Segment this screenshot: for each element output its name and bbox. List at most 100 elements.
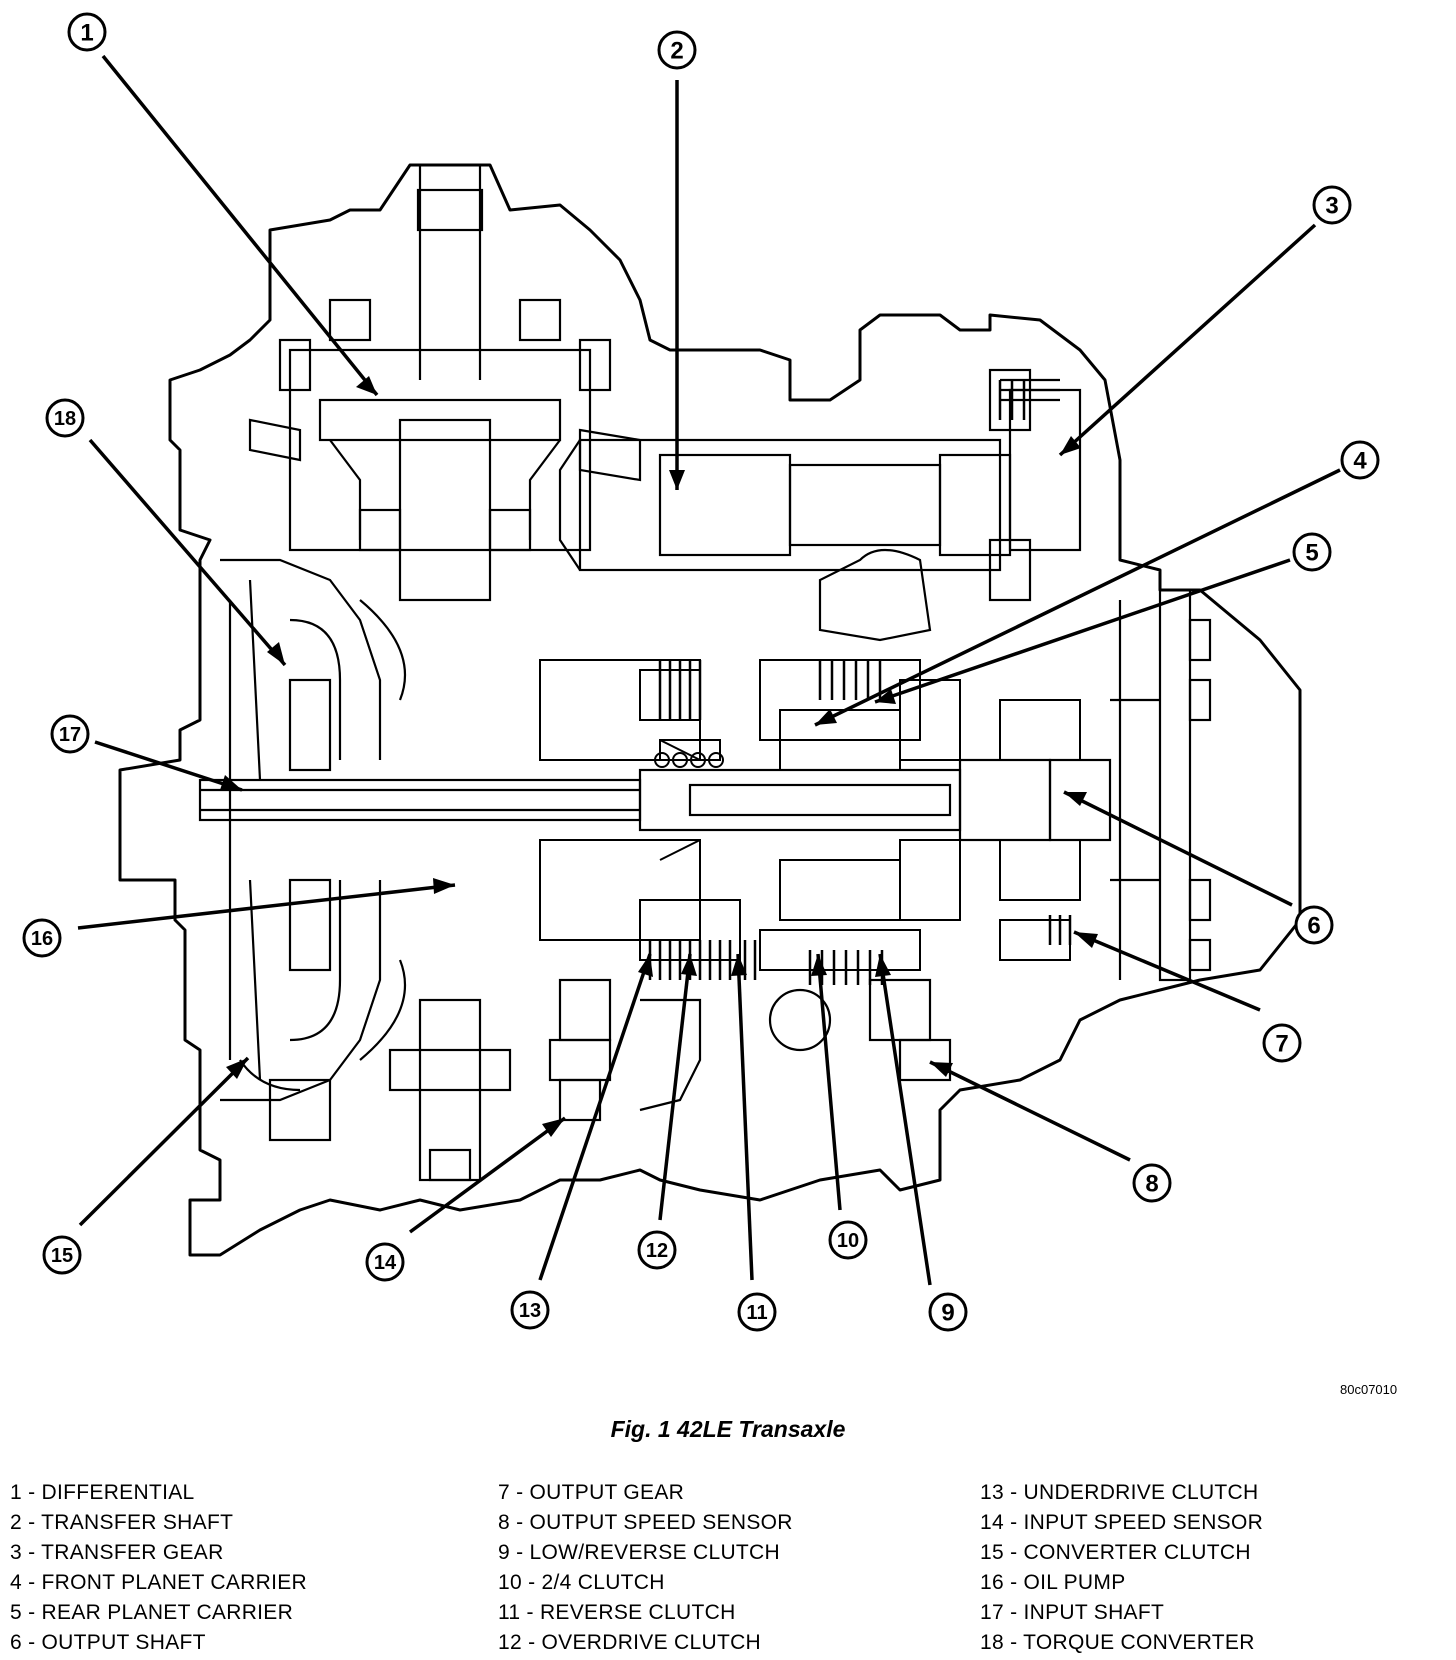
leader-line-16: [77, 883, 456, 930]
transaxle-cutaway-diagram: 1 2 3 4 5 6 7 8 9 10 11 12 13 14 15 16 1…: [22, 12, 1380, 1332]
callout-number-14: 14: [374, 1252, 397, 1274]
arrowhead-12: [681, 954, 697, 976]
legend-item: 17 - INPUT SHAFT: [980, 1601, 1165, 1624]
callout-number-2: 2: [670, 38, 683, 65]
legend-item: 6 - OUTPUT SHAFT: [10, 1631, 206, 1654]
callout-circle-12: [637, 1230, 677, 1270]
arrowhead-7: [1074, 932, 1098, 948]
callout-circle-7: [1262, 1023, 1302, 1063]
torque-converter-section: [220, 558, 407, 1102]
legend-item: 1 - DIFFERENTIAL: [10, 1481, 195, 1504]
arrowhead-5: [875, 689, 896, 704]
callout-circle-11: [737, 1292, 777, 1332]
leader-line-10: [816, 953, 842, 1211]
arrowhead-9: [875, 954, 891, 977]
arrowhead-17: [220, 775, 242, 790]
arrowhead-1: [356, 376, 377, 395]
callout-circle-15: [42, 1235, 82, 1275]
callout-number-8: 8: [1145, 1171, 1158, 1198]
leader-line-13: [538, 953, 652, 1281]
legend-item: 3 - TRANSFER GEAR: [10, 1541, 224, 1564]
legend-item: 8 - OUTPUT SPEED SENSOR: [498, 1511, 793, 1534]
arrowhead-8: [930, 1062, 953, 1077]
arrowhead-18: [267, 642, 285, 665]
callout-number-16: 16: [31, 928, 53, 950]
legend-item: 14 - INPUT SPEED SENSOR: [980, 1511, 1264, 1534]
leader-line-1: [101, 54, 379, 397]
legend-item: 2 - TRANSFER SHAFT: [10, 1511, 234, 1534]
transfer-shaft-section: [558, 368, 1082, 602]
leader-line-15: [78, 1056, 250, 1227]
arrowhead-4: [815, 709, 837, 725]
output-flange-section: [818, 549, 1212, 982]
callout-number-11: 11: [746, 1302, 767, 1324]
callout-circle-8: [1132, 1163, 1172, 1203]
callout-circles: [22, 12, 1380, 1332]
callout-circle-1: [67, 12, 107, 52]
leader-arrowheads: [220, 376, 1098, 1137]
legend-item: 9 - LOW/REVERSE CLUTCH: [498, 1541, 780, 1564]
callout-circle-16: [22, 918, 62, 958]
figure-id: 80c07010: [1340, 1382, 1398, 1397]
callout-circle-2: [657, 30, 697, 70]
callout-circle-6: [1294, 905, 1334, 945]
legend-column-2: 7 - OUTPUT GEAR 8 - OUTPUT SPEED SENSOR …: [498, 1478, 793, 1658]
callout-circle-3: [1312, 185, 1352, 225]
legend-item: 10 - 2/4 CLUTCH: [498, 1571, 665, 1594]
arrowhead-15: [226, 1058, 248, 1079]
callout-number-13: 13: [519, 1300, 541, 1322]
arrowhead-13: [638, 954, 653, 977]
leader-line-4: [814, 468, 1341, 727]
leader-line-17: [94, 740, 243, 792]
leader-line-12: [658, 953, 692, 1221]
callout-number-18: 18: [54, 408, 76, 430]
callout-number-7: 7: [1275, 1031, 1288, 1058]
legend-column-1: 1 - DIFFERENTIAL 2 - TRANSFER SHAFT 3 - …: [10, 1478, 307, 1658]
arrowhead-14: [542, 1118, 565, 1137]
housing-outline: [118, 163, 1302, 1257]
callout-number-1: 1: [80, 20, 93, 47]
callout-circle-14: [365, 1242, 405, 1282]
arrowhead-16: [433, 878, 455, 894]
leader-line-6: [1063, 790, 1293, 907]
callout-number-10: 10: [837, 1230, 859, 1252]
clutch-plates: [648, 380, 1072, 985]
arrowhead-2: [669, 470, 685, 490]
callout-number-15: 15: [51, 1245, 73, 1267]
callout-number-6: 6: [1307, 913, 1320, 940]
arrowhead-6: [1064, 792, 1087, 806]
callout-circle-5: [1292, 532, 1332, 572]
legend: 1 - DIFFERENTIAL 2 - TRANSFER SHAFT 3 - …: [0, 1478, 1456, 1658]
legend-item: 7 - OUTPUT GEAR: [498, 1481, 685, 1504]
callout-circle-13: [510, 1290, 550, 1330]
legend-item: 12 - OVERDRIVE CLUTCH: [498, 1631, 762, 1654]
arrowhead-3: [1060, 436, 1081, 455]
differential-section: [248, 165, 642, 602]
arrowhead-10: [811, 954, 827, 976]
leader-line-14: [408, 1116, 567, 1234]
callout-circle-4: [1340, 440, 1380, 480]
leader-line-7: [1073, 930, 1261, 1012]
callout-number-3: 3: [1325, 193, 1338, 220]
leader-line-18: [88, 438, 287, 667]
leader-line-9: [878, 953, 932, 1286]
callout-number-4: 4: [1353, 448, 1367, 475]
legend-item: 13 - UNDERDRIVE CLUTCH: [980, 1481, 1259, 1504]
leader-line-5: [874, 558, 1291, 704]
leader-line-3: [1058, 223, 1317, 457]
legend-item: 5 - REAR PLANET CARRIER: [10, 1601, 294, 1624]
legend-item: 16 - OIL PUMP: [980, 1571, 1126, 1594]
input-shaft-section: [198, 758, 1112, 842]
callout-circle-17: [50, 714, 90, 754]
legend-item: 18 - TORQUE CONVERTER: [980, 1631, 1255, 1654]
figure-caption: Fig. 1 42LE Transaxle: [610, 1416, 846, 1442]
callout-number-12: 12: [646, 1240, 668, 1262]
callout-number-9: 9: [941, 1300, 954, 1327]
leader-line-11: [736, 953, 754, 1281]
legend-column-3: 13 - UNDERDRIVE CLUTCH 14 - INPUT SPEED …: [980, 1478, 1263, 1658]
callout-circle-9: [928, 1292, 968, 1332]
callout-circle-18: [45, 398, 85, 438]
callout-number-5: 5: [1305, 540, 1318, 567]
leader-line-8: [929, 1060, 1131, 1162]
leader-lines: [77, 54, 1341, 1286]
